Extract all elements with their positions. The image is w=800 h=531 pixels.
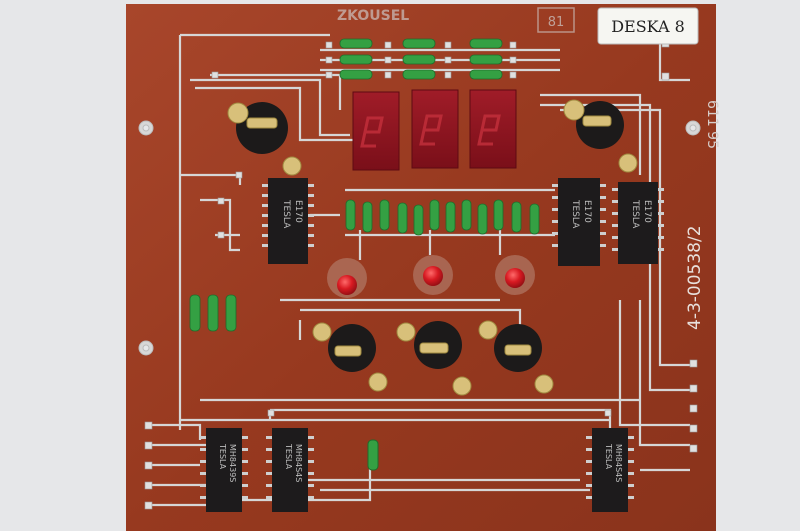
- chip-marking: E170: [642, 200, 652, 223]
- chip-marking: E170: [293, 200, 303, 223]
- bottom-ics: TESLA MH8439S TESLA MH84S4S TESLA MH84S4…: [200, 428, 634, 512]
- resistor-bottom: [367, 439, 379, 471]
- chip-marking: MH84S4S: [614, 444, 623, 482]
- box-number: 81: [548, 15, 565, 30]
- chip-marking: E170: [582, 200, 592, 223]
- chip-marking: TESLA: [281, 199, 291, 229]
- mounting-holes: [138, 120, 701, 356]
- solder-pads: [144, 39, 698, 510]
- red-leds: [327, 255, 535, 298]
- screws: [282, 153, 638, 396]
- chip-marking: TESLA: [218, 443, 227, 470]
- resistors-left: [189, 294, 237, 332]
- chip-marking: TESLA: [284, 443, 293, 470]
- upper-ics: TESLA E170 TESLA E170 TESLA E170: [262, 178, 664, 266]
- chip-marking: TESLA: [570, 199, 580, 229]
- label-card: DESKA 8: [597, 7, 699, 45]
- copper-traces: [150, 33, 690, 507]
- seven-segment-displays: [352, 89, 517, 171]
- chip-marking: MH84S4S: [294, 444, 303, 482]
- inspection-stamp: ZKOUSEL: [337, 8, 409, 24]
- resistors-middle: [345, 199, 540, 236]
- chip-marking: MH8439S: [228, 444, 237, 482]
- trimmer-knobs: [227, 99, 624, 372]
- board-part-code: 4-3-00538/2: [685, 225, 705, 330]
- board-corner-code: 611 95: [704, 100, 720, 149]
- chip-marking: TESLA: [630, 199, 640, 229]
- label-card-text: DESKA 8: [611, 17, 685, 36]
- chip-marking: TESLA: [604, 443, 613, 470]
- resistors-top: [339, 38, 503, 80]
